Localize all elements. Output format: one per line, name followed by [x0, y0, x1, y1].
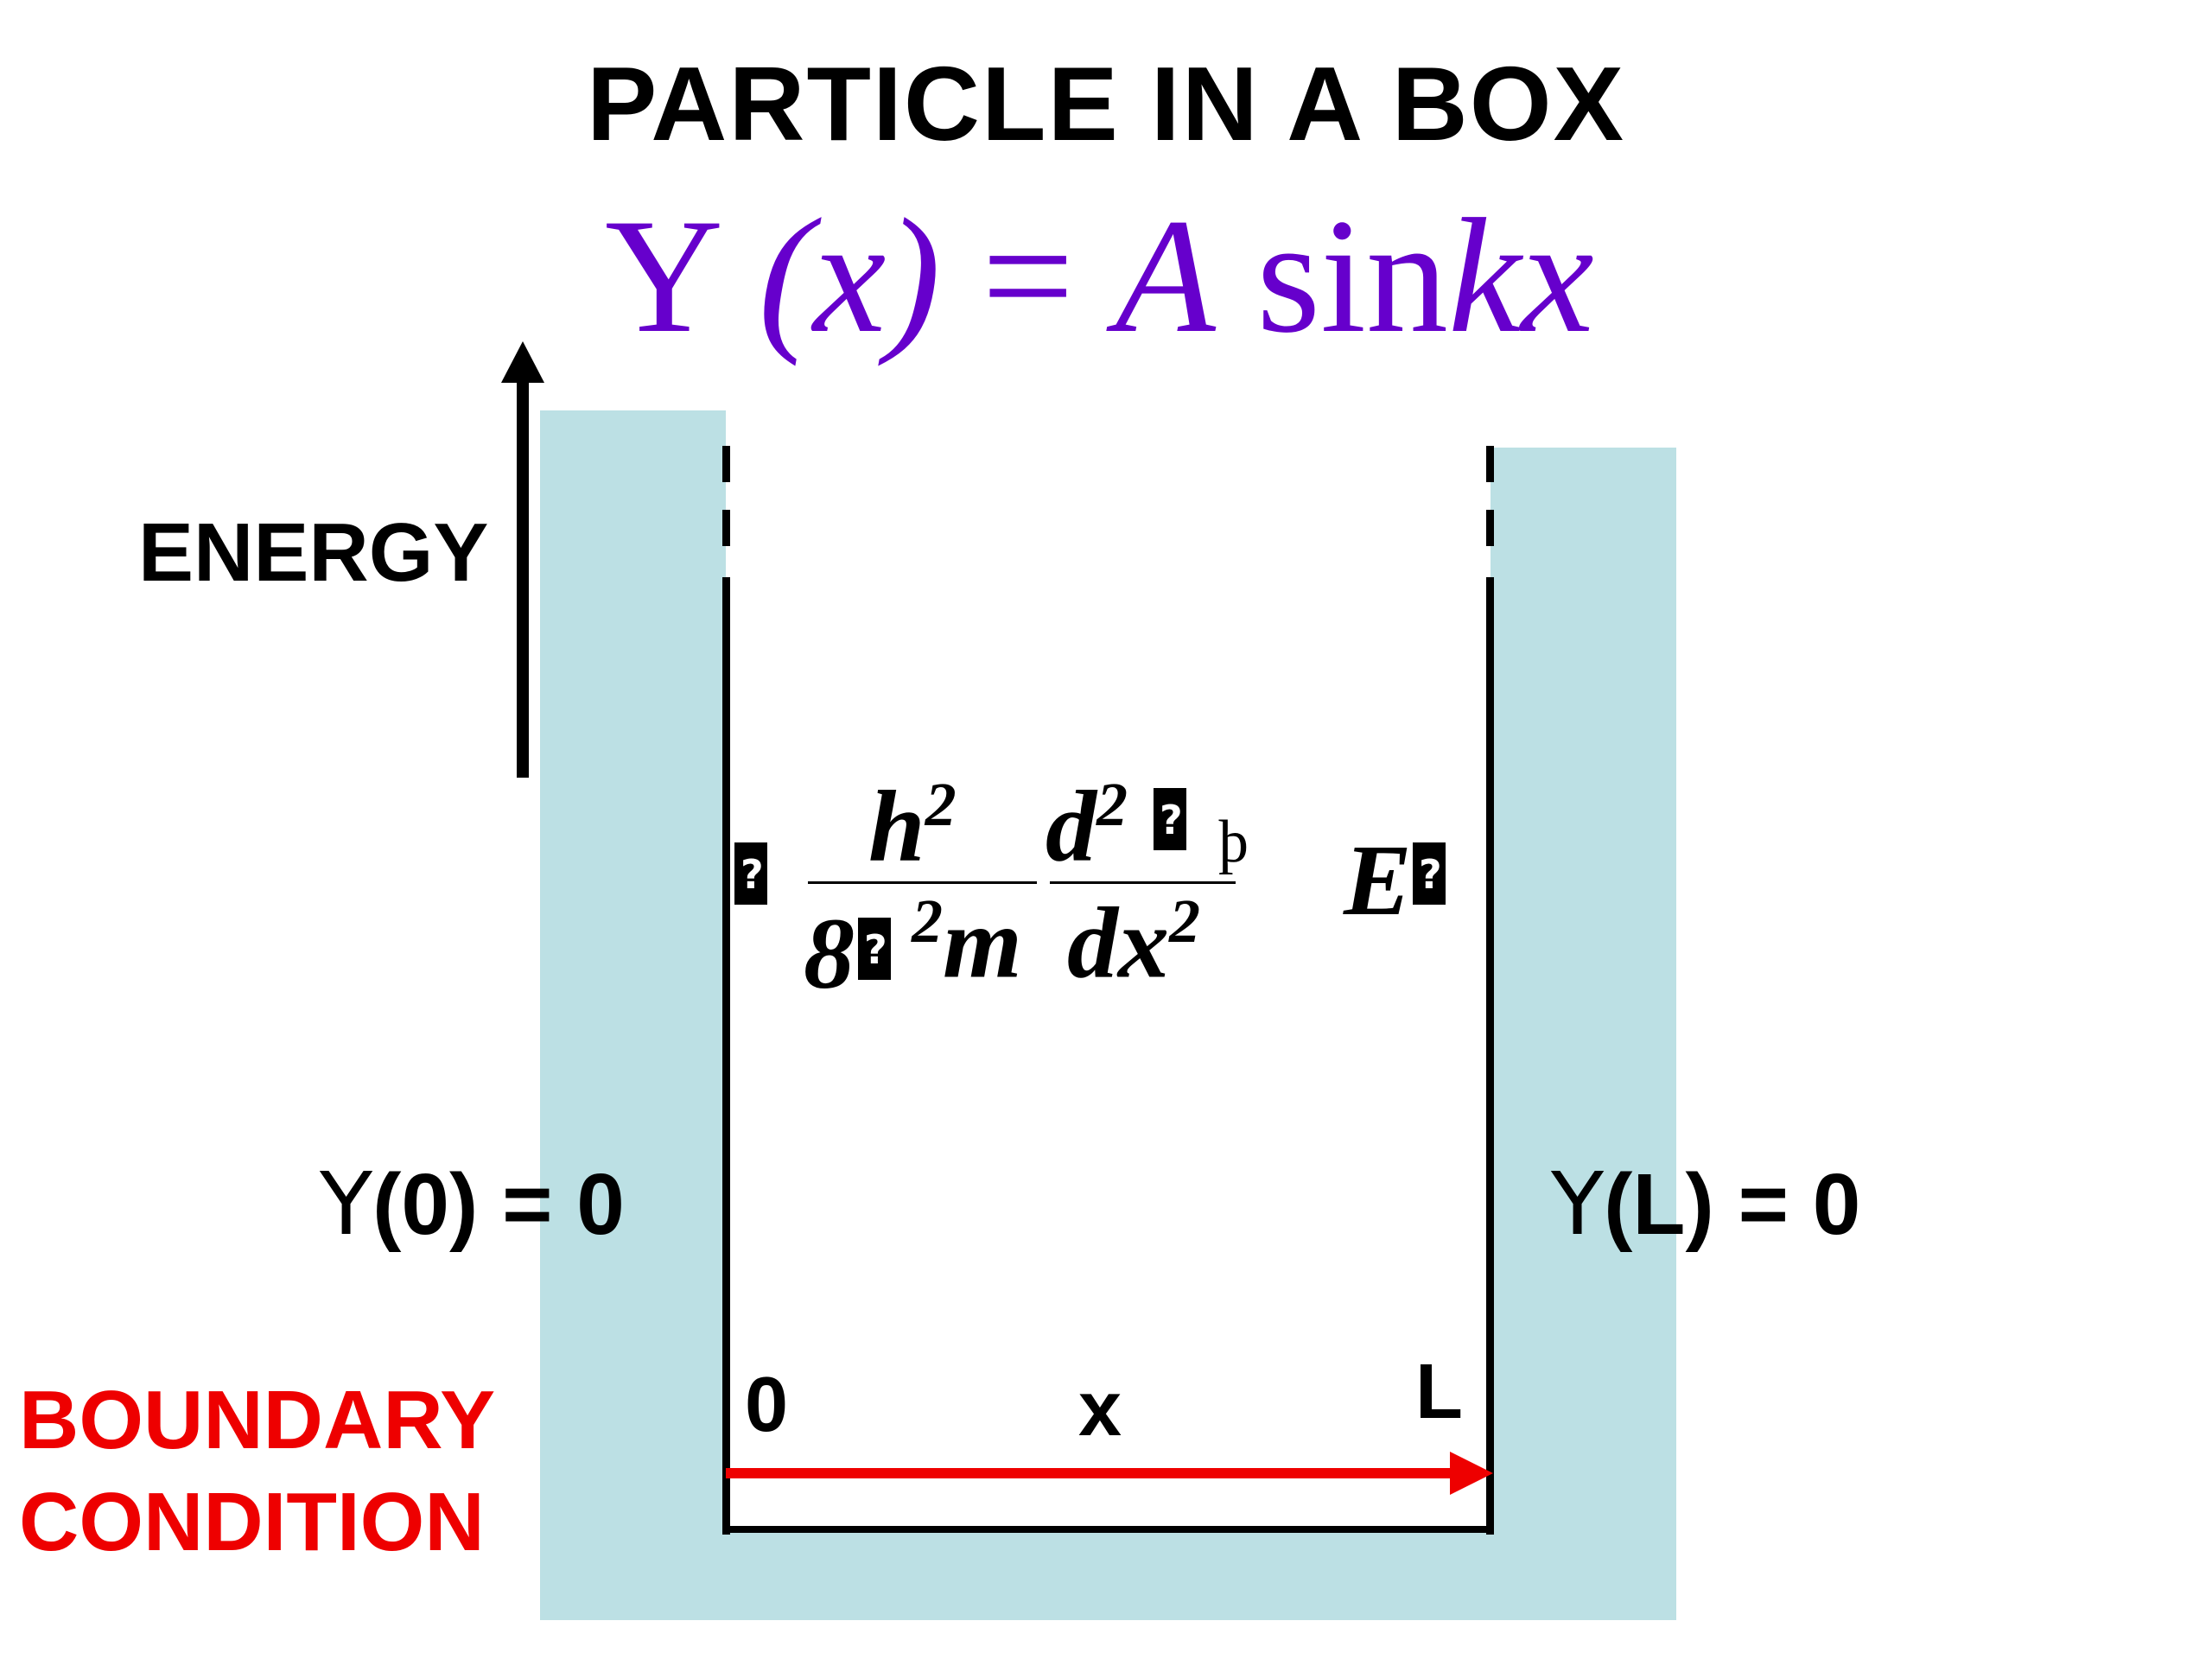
wavefunction-equation: Y (x) = A sinkx [605, 194, 1594, 359]
psi-symbol: Y [605, 186, 718, 367]
missing-glyph-icon [858, 918, 891, 980]
right-wall-dash-1 [1486, 446, 1494, 482]
x-axis-end-label: L [1415, 1349, 1463, 1435]
left-wall-dash-2 [722, 510, 730, 546]
left-boundary-condition: Y(0) = 0 [320, 1154, 625, 1255]
left-condition-text: (0) = 0 [372, 1156, 625, 1253]
well-floor-line [722, 1526, 1494, 1533]
fraction-bar-left [808, 881, 1037, 884]
psi-symbol-left: Y [320, 1154, 373, 1255]
wavefunction-argument: (x) [758, 186, 941, 367]
page-title: PARTICLE IN A BOX [586, 45, 1626, 162]
numerator-h-exponent: 2 [925, 770, 957, 839]
numerator-d: d2 [1046, 769, 1128, 883]
sine-function: sin [1256, 186, 1448, 367]
energy-axis-label: ENERGY [138, 506, 489, 599]
numerator-h: h2 [868, 769, 957, 883]
sine-argument: kx [1448, 186, 1594, 367]
psi-symbol-right: Y [1551, 1154, 1605, 1255]
energy-arrow-icon [501, 341, 544, 778]
boundary-label-line1: BOUNDARY [19, 1374, 496, 1466]
boundary-condition-label: BOUNDARY CONDITION [19, 1370, 495, 1573]
denominator-dx: dx2 [1067, 886, 1200, 1000]
x-axis-start-label: 0 [745, 1362, 789, 1448]
right-wall-dash-2 [1486, 510, 1494, 546]
denominator-m: 2m [912, 886, 1022, 1000]
right-boundary-condition: Y(L) = 0 [1551, 1154, 1860, 1255]
left-wall-fill [540, 410, 726, 1620]
right-wall-line [1486, 577, 1494, 1535]
right-condition-text: (L) = 0 [1604, 1156, 1861, 1253]
right-wall-fill [1491, 448, 1676, 1620]
well-floor-fill [540, 1529, 1676, 1620]
denominator-left: 8 [804, 903, 855, 1005]
denominator-exponent: 2 [912, 887, 943, 956]
fraction-bar-right [1050, 881, 1236, 884]
missing-glyph-icon [734, 842, 767, 905]
left-wall-line [722, 577, 730, 1535]
numerator-d-exponent: 2 [1096, 770, 1128, 839]
boundary-label-line2: CONDITION [19, 1476, 485, 1568]
x-axis-variable-label: x [1078, 1366, 1122, 1452]
left-wall-dash-1 [722, 446, 730, 482]
energy-symbol: E [1344, 823, 1412, 937]
amplitude-symbol: A [1115, 186, 1216, 367]
equals-sign: = [982, 186, 1075, 367]
x-axis-arrow-icon [726, 1452, 1493, 1495]
missing-glyph-icon [1413, 842, 1446, 905]
thorn-symbol: þ [1218, 809, 1249, 875]
missing-glyph-icon [1154, 788, 1186, 850]
denominator-dx-exponent: 2 [1169, 887, 1200, 956]
denominator-eight: 8 [804, 897, 855, 1010]
